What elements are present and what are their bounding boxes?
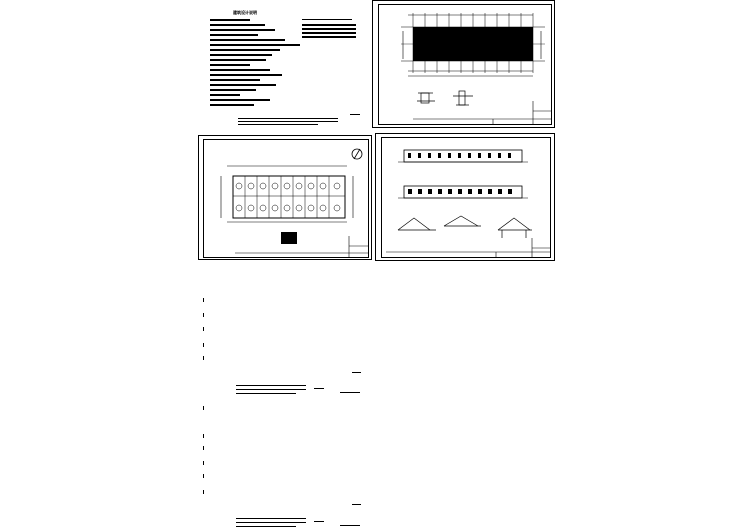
- plan-titleblock: [235, 236, 369, 258]
- roof-titleblock: [413, 101, 552, 125]
- sheet-floor-plan: [198, 135, 372, 260]
- sheet-roof-plan: [372, 0, 555, 128]
- elevation-drawings: [386, 149, 551, 258]
- elevation-titleblock: [386, 238, 551, 258]
- detail-drawings: [417, 90, 473, 106]
- roof-plan-drawing: [401, 13, 552, 125]
- floor-plan-drawing: [220, 148, 369, 258]
- notes-title: 建筑设计说明: [233, 10, 257, 15]
- sheet-design-notes: 建筑设计说明: [200, 0, 370, 130]
- north-arrow-icon: [351, 148, 363, 160]
- plan-fixtures: [235, 182, 341, 212]
- section-drawings: [397, 215, 532, 238]
- sheet-elevations: [375, 133, 555, 261]
- plan-legend: [281, 232, 297, 244]
